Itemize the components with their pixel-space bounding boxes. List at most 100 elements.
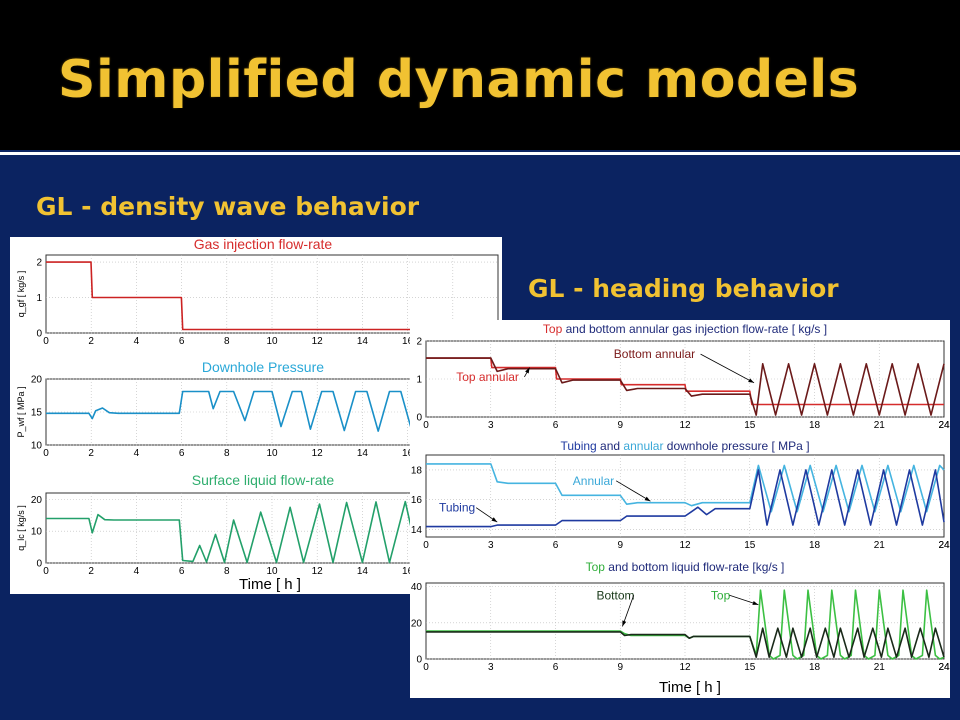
annotation-label: Top annular <box>456 370 519 384</box>
x-tick-label: 16 <box>402 566 414 577</box>
x-tick-label: 12 <box>312 448 324 459</box>
x-tick-label: 0 <box>43 566 49 577</box>
panel-title-part: and <box>597 439 624 453</box>
y-tick-label: 20 <box>411 618 423 629</box>
y-tick-label: 10 <box>31 527 43 538</box>
x-tick-label: 3 <box>488 420 494 431</box>
y-tick-label: 10 <box>31 441 43 452</box>
panel-title: Downhole Pressure <box>202 359 324 375</box>
panel-title: Gas injection flow-rate <box>194 237 333 252</box>
x-tick-label: 6 <box>179 448 185 459</box>
x-tick-label: 16 <box>402 336 414 347</box>
x-tick-label: 12 <box>679 540 691 551</box>
panel-title-part: and bottom annular gas injection flow-ra… <box>562 322 827 336</box>
x-tick-label: 0 <box>423 420 429 431</box>
annotation-arrow <box>615 480 651 502</box>
annotation-arrowhead <box>644 496 651 502</box>
y-tick-label: 20 <box>31 375 43 386</box>
series-line <box>426 469 945 528</box>
y-tick-label: 2 <box>416 337 422 348</box>
x-tick-label: 15 <box>744 420 756 431</box>
x-axis-label: Time [ h ] <box>239 576 301 593</box>
series-line <box>426 463 945 513</box>
x-tick-label: 6 <box>553 540 559 551</box>
y-tick-label: 1 <box>36 293 42 304</box>
x-tick-label: 12 <box>679 662 691 673</box>
x-tick-label: 12 <box>679 420 691 431</box>
x-tick-label: 9 <box>617 540 623 551</box>
panel-title-part: downhole pressure [ MPa ] <box>663 439 809 453</box>
x-tick-label: 21 <box>874 420 886 431</box>
x-tick-label: 0 <box>43 448 49 459</box>
x-tick-label: 4 <box>134 566 140 577</box>
series-line <box>426 627 945 659</box>
y-tick-label: 0 <box>36 559 42 570</box>
x-tick-label: 24 <box>938 662 950 673</box>
y-axis-label: P_wf [ MPa ] <box>16 386 26 437</box>
panel-title-part: Top <box>586 560 606 574</box>
annotation-label: Top <box>711 588 731 602</box>
x-tick-label: 6 <box>553 420 559 431</box>
plot-panel <box>425 454 945 538</box>
x-tick-label: 8 <box>224 336 230 347</box>
panel-title-part: annular <box>623 439 663 453</box>
x-tick-label: 0 <box>423 540 429 551</box>
annotation-arrowhead <box>622 620 627 627</box>
annotation-arrowhead <box>525 367 530 374</box>
x-tick-label: 18 <box>809 662 821 673</box>
y-tick-label: 0 <box>416 413 422 424</box>
x-tick-label: 10 <box>266 336 278 347</box>
x-tick-label: 0 <box>43 336 49 347</box>
panel-title-part: Tubing <box>560 439 596 453</box>
y-tick-label: 0 <box>36 329 42 340</box>
x-tick-label: 2 <box>88 448 94 459</box>
panel-title: Top and bottom annular gas injection flo… <box>543 322 827 336</box>
x-tick-label: 9 <box>617 662 623 673</box>
x-tick-label: 24 <box>938 420 950 431</box>
annotation-label: Bottom annular <box>614 347 695 361</box>
caption-density-wave: GL - density wave behavior <box>36 192 420 221</box>
x-tick-label: 24 <box>938 540 950 551</box>
x-tick-label: 18 <box>809 540 821 551</box>
x-tick-label: 14 <box>357 336 369 347</box>
y-axis-label: q_lc [ kg/s ] <box>16 505 26 551</box>
panel-title: Top and bottom liquid flow-rate [kg/s ] <box>586 560 785 574</box>
x-tick-label: 4 <box>134 448 140 459</box>
y-tick-label: 2 <box>36 258 42 269</box>
x-tick-label: 6 <box>553 662 559 673</box>
x-tick-label: 15 <box>744 540 756 551</box>
x-tick-label: 12 <box>312 336 324 347</box>
x-tick-label: 24 <box>938 540 950 551</box>
x-tick-label: 2 <box>88 566 94 577</box>
x-tick-label: 6 <box>179 336 185 347</box>
y-tick-label: 16 <box>411 495 423 506</box>
x-tick-label: 15 <box>744 662 756 673</box>
panel-title-part: and bottom liquid flow-rate [kg/s ] <box>605 560 784 574</box>
y-tick-label: 20 <box>31 495 43 506</box>
x-tick-label: 10 <box>266 566 278 577</box>
x-tick-label: 4 <box>134 336 140 347</box>
y-axis-label: q_gf [ kg/s ] <box>16 271 26 318</box>
title-bar: Simplified dynamic models <box>0 0 960 150</box>
panel-title: Tubing and annular downhole pressure [ M… <box>560 439 809 453</box>
panel-title-part: Top <box>543 322 563 336</box>
annotation-arrowhead <box>752 601 759 605</box>
y-tick-label: 18 <box>411 465 423 476</box>
x-tick-label: 16 <box>402 448 414 459</box>
y-tick-label: 40 <box>411 582 423 593</box>
x-tick-label: 18 <box>809 420 821 431</box>
panel-title: Surface liquid flow-rate <box>192 472 335 488</box>
y-tick-label: 15 <box>31 408 43 419</box>
annotation-arrow <box>700 353 755 384</box>
x-tick-label: 14 <box>357 448 369 459</box>
y-tick-label: 14 <box>411 525 423 536</box>
x-tick-label: 2 <box>88 336 94 347</box>
series-line <box>46 261 498 331</box>
x-tick-label: 8 <box>224 448 230 459</box>
y-tick-label: 1 <box>416 375 422 386</box>
x-tick-label: 10 <box>266 448 278 459</box>
x-tick-label: 21 <box>874 662 886 673</box>
x-tick-label: 12 <box>312 566 324 577</box>
annotation-arrowhead <box>491 517 498 523</box>
